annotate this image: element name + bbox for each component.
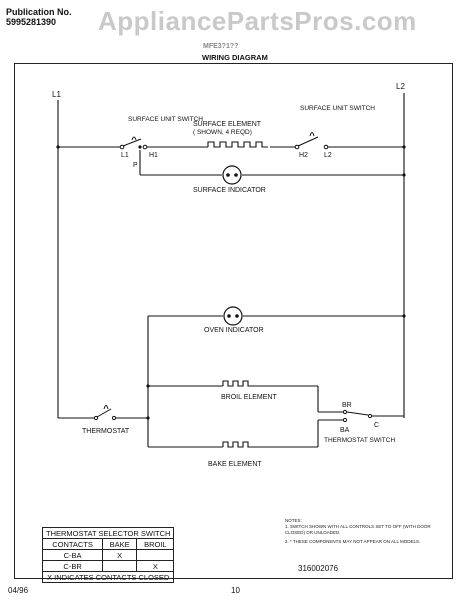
table-cell: C-BR [41, 560, 104, 572]
label-bake-element: BAKE ELEMENT [208, 461, 262, 468]
footer-date: 04/96 [8, 586, 29, 595]
diagram-title: WIRING DIAGRAM [202, 53, 268, 62]
note-2: 2. * THESE COMPONENTS MAY NOT APPEAR ON … [285, 539, 421, 544]
broil-element-coil [222, 380, 254, 387]
selector-header-broil: BROIL [136, 538, 175, 550]
publication-label: Publication No. [6, 7, 72, 17]
table-cell: X [136, 560, 175, 572]
table-row: C-BR X [41, 560, 175, 572]
label-l1: L1 [52, 90, 61, 99]
diagram-notes: NOTES: 1. SWITCH SHOWN WITH ALL CONTROLS… [285, 518, 445, 545]
bake-element-coil [222, 441, 254, 448]
notes-title: NOTES: [285, 518, 302, 523]
table-row: C-BA X [41, 549, 175, 561]
label-surface-indicator: SURFACE INDICATOR [193, 187, 266, 194]
part-number: 316002076 [298, 564, 339, 573]
table-cell: X [102, 549, 138, 561]
diagram-frame [14, 63, 453, 579]
note-1: 1. SWITCH SHOWN WITH ALL CONTROLS SET TO… [285, 524, 431, 535]
selector-table-title: THERMOSTAT SELECTOR SWITCH [41, 527, 175, 539]
label-terminal-c: C [374, 422, 379, 429]
selector-table-footnote: X INDICATES CONTACTS CLOSED [41, 571, 175, 583]
label-surface-element-note: ( SHOWN, 4 REQD) [193, 129, 252, 136]
label-oven-indicator: OVEN INDICATOR [204, 327, 264, 334]
surface-unit-switch-right [294, 132, 329, 150]
label-broil-element: BROIL ELEMENT [221, 394, 277, 401]
label-switch-p: P [133, 162, 138, 169]
wiring-terminals [56, 145, 406, 420]
surface-indicator-lamp [222, 165, 242, 185]
label-switch-h2: H2 [299, 152, 308, 159]
thermostat-selector-table: THERMOSTAT SELECTOR SWITCH CONTACTS BAKE… [41, 527, 175, 583]
label-switch-l1: L1 [121, 152, 129, 159]
thermostat-symbol [93, 405, 117, 421]
model-code: MFE3?1?? [203, 43, 239, 50]
wires [57, 93, 405, 448]
surface-unit-switch-left [119, 136, 148, 150]
table-cell [136, 549, 175, 561]
diagram-labels: L1 L2 SURFACE UNIT SWITCH L1 H1 P SURFAC… [52, 82, 405, 468]
selector-header-bake: BAKE [102, 538, 138, 550]
selector-header-contacts: CONTACTS [41, 538, 104, 550]
label-surface-switch-right: SURFACE UNIT SWITCH [300, 105, 375, 112]
oven-indicator-lamp [223, 306, 243, 326]
label-thermostat-switch: THERMOSTAT SWITCH [324, 437, 395, 444]
thermostat-selector-switch-symbol [342, 409, 373, 423]
label-surface-element: SURFACE ELEMENT [193, 121, 262, 128]
label-l2: L2 [396, 82, 405, 91]
table-cell: C-BA [41, 549, 104, 561]
page-number: 10 [231, 586, 240, 595]
label-surface-switch-left: SURFACE UNIT SWITCH [128, 116, 203, 123]
label-switch-h1: H1 [149, 152, 158, 159]
label-terminal-br: BR [342, 402, 352, 409]
label-thermostat: THERMOSTAT [82, 428, 130, 435]
publication-number: 5995281390 [6, 17, 57, 27]
surface-element-coil [207, 141, 268, 148]
watermark: AppliancePartsPros.com [98, 6, 417, 36]
label-switch-l2: L2 [324, 152, 332, 159]
table-cell [102, 560, 138, 572]
label-terminal-ba: BA [340, 427, 350, 434]
